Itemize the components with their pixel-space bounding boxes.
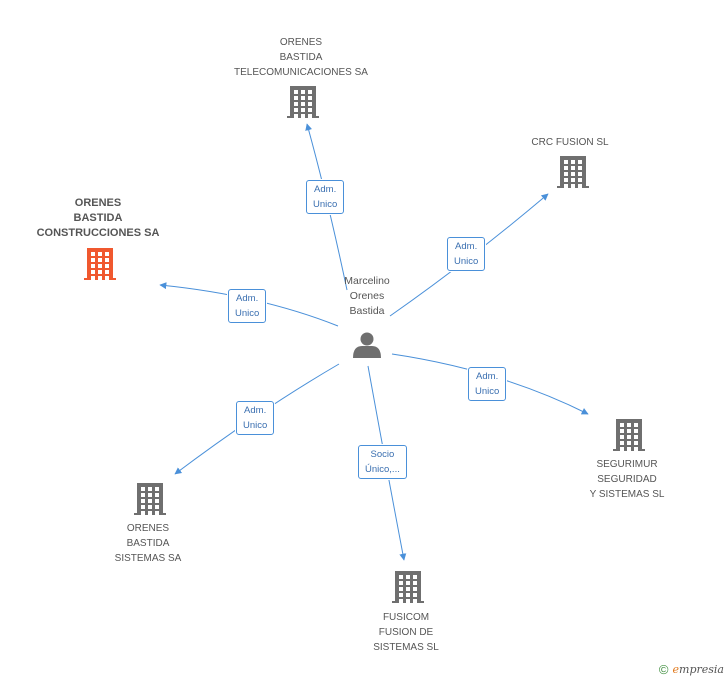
edge-label-sistemas[interactable]: Adm. Unico — [236, 401, 275, 435]
footer-credit: © empresia — [659, 662, 724, 677]
building-icon-crc[interactable] — [557, 156, 589, 188]
company-label-fusicom[interactable]: FUSICOM FUSION DE SISTEMAS SL — [373, 612, 439, 653]
building-icon-sistemas[interactable] — [134, 483, 166, 515]
building-icon-construcciones[interactable] — [84, 248, 116, 280]
edge-label-segurimur[interactable]: Adm. Unico — [468, 367, 507, 401]
copyright-icon: © — [658, 662, 669, 677]
edge-label-construcciones[interactable]: Adm. Unico — [228, 289, 267, 323]
brand-logo[interactable]: empresia — [672, 663, 724, 676]
edge-label-crc[interactable]: Adm. Unico — [447, 237, 486, 271]
company-label-segurimur[interactable]: SEGURIMUR SEGURIDAD Y SISTEMAS SL — [589, 459, 665, 500]
building-icon-segurimur[interactable] — [613, 419, 645, 451]
company-label-construcciones[interactable]: ORENES BASTIDA CONSTRUCCIONES SA — [36, 197, 160, 239]
person-name-label: Marcelino Orenes Bastida — [344, 275, 390, 317]
building-icon-fusicom[interactable] — [392, 571, 424, 603]
edges-layer — [159, 123, 589, 561]
company-label-crc[interactable]: CRC FUSION SL — [531, 137, 609, 148]
person-icon[interactable] — [353, 332, 381, 359]
company-label-sistemas[interactable]: ORENES BASTIDA SISTEMAS SA — [114, 523, 182, 564]
edge-label-telecom[interactable]: Adm. Unico — [306, 180, 345, 214]
icons-layer — [84, 86, 645, 603]
company-label-telecom[interactable]: ORENES BASTIDA TELECOMUNICACIONES SA — [234, 37, 368, 78]
building-icon-telecom[interactable] — [287, 86, 319, 118]
edge-label-fusicom[interactable]: Socio Único,... — [358, 445, 407, 479]
